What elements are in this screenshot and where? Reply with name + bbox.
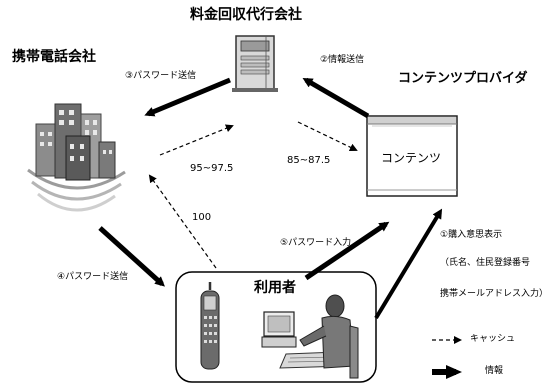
arrow-purchase-intent bbox=[374, 208, 443, 320]
info-arrows bbox=[98, 77, 443, 320]
password-send-3-label: ③パスワード送信 bbox=[125, 71, 197, 81]
arrow-password-input bbox=[304, 221, 390, 281]
legend-info-label: 情報 bbox=[485, 366, 504, 376]
info-send-label: ②情報送信 bbox=[320, 55, 365, 65]
password-send-4-label: ④パスワード送信 bbox=[57, 272, 129, 282]
arrow-password-send-3 bbox=[144, 77, 231, 117]
legend-cash-label: キャッシュ bbox=[470, 334, 516, 344]
content-window bbox=[366, 115, 458, 197]
user-label: 利用者 bbox=[254, 280, 296, 296]
content-window-label: コンテンツ bbox=[381, 151, 442, 165]
collection-agency-label: 料金回収代行会社 bbox=[190, 7, 302, 23]
amount-user-to-carrier: 100 bbox=[192, 212, 212, 223]
mobile-carrier-label: 携帯電話会社 bbox=[12, 49, 96, 65]
mobile-phone-icon bbox=[200, 282, 220, 370]
purchase-intent-label: ①購入意思表示 bbox=[440, 230, 503, 240]
content-provider-label: コンテンツプロバイダ bbox=[398, 71, 528, 86]
arrow-password-send-4 bbox=[98, 226, 165, 287]
amount-agency-to-provider: 85~87.5 bbox=[287, 155, 331, 166]
cash-arrows bbox=[148, 121, 358, 269]
legend-symbols bbox=[432, 336, 462, 379]
password-input-label: ⑤パスワード入力 bbox=[280, 238, 352, 248]
purchase-details-line2: 携帯メールアドレス入力） bbox=[440, 289, 549, 299]
office-building-icon bbox=[27, 103, 126, 212]
amount-carrier-to-agency: 95~97.5 bbox=[190, 163, 234, 174]
person-icon bbox=[299, 294, 359, 379]
arrow-cash-carrier-to-agency bbox=[159, 124, 234, 156]
purchase-details-line1: （氏名、住民登録番号 bbox=[440, 258, 531, 268]
arrow-cash-user-to-carrier bbox=[148, 174, 217, 269]
server-icon bbox=[232, 35, 278, 92]
arrow-info-send bbox=[302, 77, 370, 119]
arrow-cash-agency-to-provider bbox=[297, 121, 358, 151]
